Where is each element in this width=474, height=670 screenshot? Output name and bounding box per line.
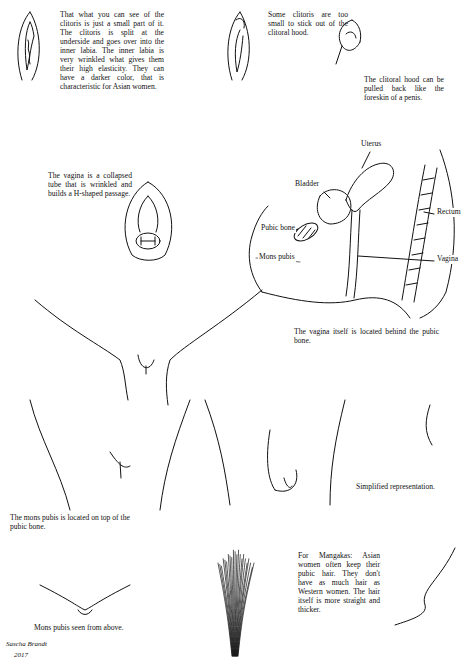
note-text: Some clitoris are too small to stick out…: [268, 11, 348, 38]
simplified-sketch: [426, 405, 432, 445]
note-text: Simplified representation.: [356, 483, 456, 492]
signature: Sascha Brandt: [6, 640, 66, 648]
detail-sketch: [228, 12, 249, 80]
cross-section: [249, 150, 454, 318]
standing-sketch: [30, 400, 190, 510]
note-text: The mons pubis is located on top of the …: [10, 514, 138, 532]
note-text: That what you can see of the clitoris is…: [60, 11, 164, 92]
note-text: The vagina is a collapsed tube that is w…: [48, 172, 132, 199]
torso-sketch: [35, 290, 262, 405]
hair-stroke: [238, 563, 254, 656]
part-label: Vagina: [436, 255, 459, 264]
part-label: Rectum: [436, 208, 462, 217]
signature: 2017: [14, 651, 54, 659]
note-text: The vagina itself is located behind the …: [294, 328, 439, 346]
hair-sketch: [218, 550, 254, 656]
detail-sketch: [18, 12, 39, 80]
note-text: The clitoral hood can be pulled back lik…: [364, 76, 444, 103]
part-label: Bladder: [294, 180, 320, 189]
above-sketch: [40, 585, 130, 615]
hair-stroke: [233, 550, 234, 656]
part-label: Uterus: [360, 140, 382, 149]
note-text: Mons pubis seen from above.: [34, 624, 144, 633]
note-text: For Mangakas: Asian women often keep the…: [298, 552, 380, 615]
part-label: Pubic bone: [260, 224, 296, 233]
profile-sketch: [395, 548, 455, 625]
part-label: Mons pubis: [258, 253, 296, 262]
rear-sketch: [205, 400, 345, 505]
frontal-sketch: [125, 182, 172, 260]
hair-stroke: [228, 554, 233, 656]
